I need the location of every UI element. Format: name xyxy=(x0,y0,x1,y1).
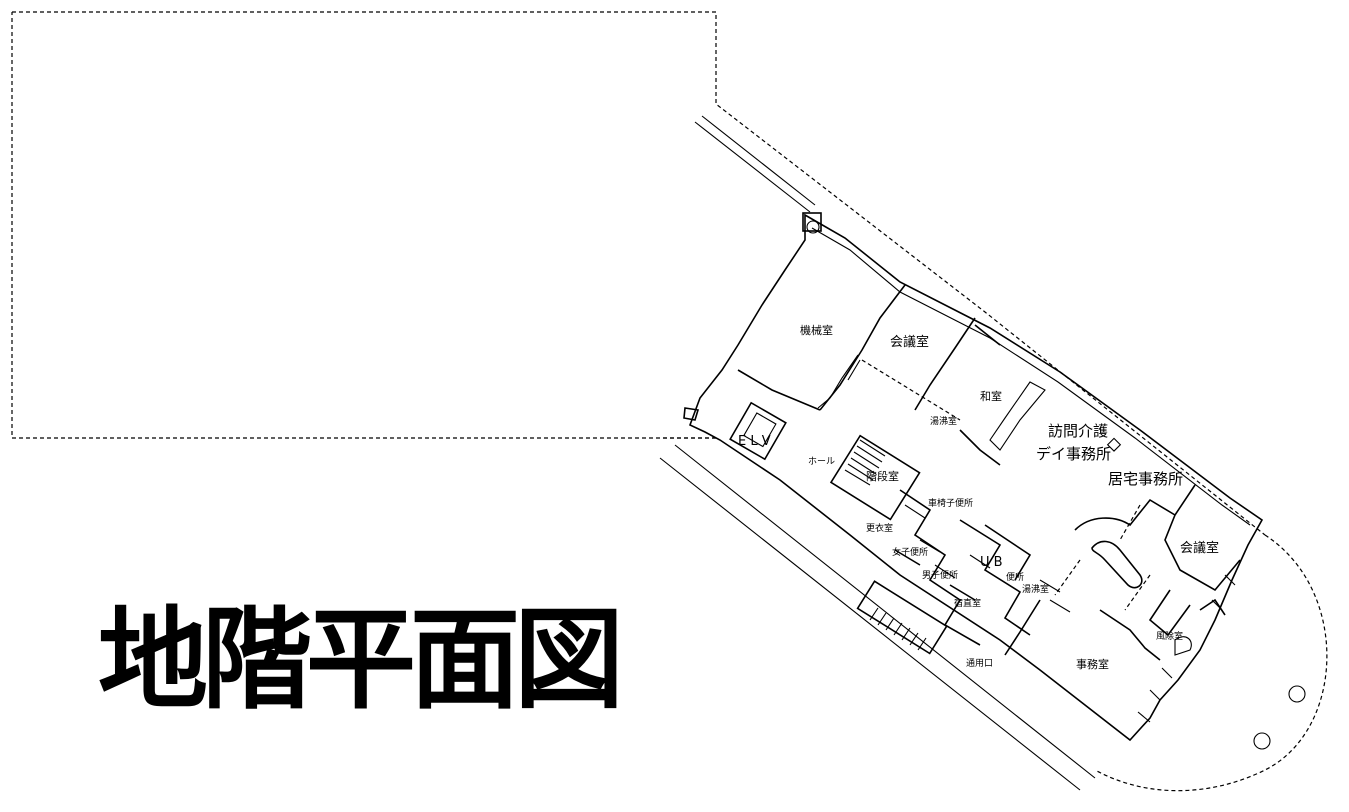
label-duty-room: 宿直室 xyxy=(954,597,981,609)
service-core-walls xyxy=(894,489,1032,646)
round-fixture xyxy=(806,220,820,234)
stair-room-steps xyxy=(829,434,921,521)
meeting-room-divider xyxy=(861,359,961,421)
label-meeting-room-2: 会議室 xyxy=(1180,540,1219,556)
page-title: 地階平面図 xyxy=(98,596,624,724)
label-pantry-2: 湯沸室 xyxy=(1022,583,1049,595)
label-japanese-room: 和室 xyxy=(980,389,1002,403)
info-marker xyxy=(1106,437,1122,452)
label-womens-toilet: 女子便所 xyxy=(892,546,928,558)
road-edge-lower xyxy=(659,444,1096,791)
tatami-area xyxy=(989,381,1046,451)
partition-details xyxy=(904,504,1071,613)
label-stair-room: 階段室 xyxy=(866,469,899,483)
windbreak-walls xyxy=(1148,589,1226,637)
label-service-entrance: 通用口 xyxy=(966,658,993,669)
label-multi-toilet: 車椅子便所 xyxy=(928,497,973,509)
label-toilet: 便所 xyxy=(1006,571,1024,583)
label-elv: E L V xyxy=(738,434,771,449)
label-meeting-room-1: 会議室 xyxy=(890,334,929,350)
meeting-room-2-walls xyxy=(1164,484,1241,592)
building-inner-wall xyxy=(811,227,1251,526)
office-walls xyxy=(1004,599,1161,661)
office-window-bays xyxy=(1137,574,1236,723)
structural-column xyxy=(802,212,822,232)
lobby-divider xyxy=(1054,504,1151,611)
site-boundary-upper xyxy=(11,11,1266,536)
entry-step-left xyxy=(683,407,700,421)
building-outer-wall xyxy=(688,213,1264,742)
label-day-office: デイ事務所 xyxy=(1036,445,1111,463)
label-locker-room: 更衣室 xyxy=(866,522,893,534)
label-hall: ホール xyxy=(808,456,835,467)
site-boundary-plaza xyxy=(1094,534,1328,792)
windbreak-door xyxy=(1174,636,1192,656)
plaza-bollard-1 xyxy=(1288,685,1306,703)
label-windbreak: 風除室 xyxy=(1156,630,1183,642)
label-ub: U B xyxy=(980,555,1003,570)
lobby-curved-counter xyxy=(1074,498,1176,531)
elevator-shaft xyxy=(729,401,787,461)
service-entrance-stairs xyxy=(856,580,948,655)
japanese-room-walls xyxy=(914,317,1001,466)
road-edge-upper xyxy=(694,115,816,213)
plaza-bollard-2 xyxy=(1253,732,1271,750)
label-office: 事務室 xyxy=(1076,657,1109,671)
label-pantry: 湯沸室 xyxy=(930,415,957,427)
label-visit-care: 訪問介護 xyxy=(1048,422,1108,440)
label-home-office: 居宅事務所 xyxy=(1108,470,1183,488)
lobby-ramp xyxy=(1091,540,1143,589)
elevator-car xyxy=(743,412,777,448)
label-mens-toilet: 男子便所 xyxy=(922,569,958,581)
label-machine-room: 機械室 xyxy=(800,323,833,337)
machine-room-ramp xyxy=(817,354,861,409)
